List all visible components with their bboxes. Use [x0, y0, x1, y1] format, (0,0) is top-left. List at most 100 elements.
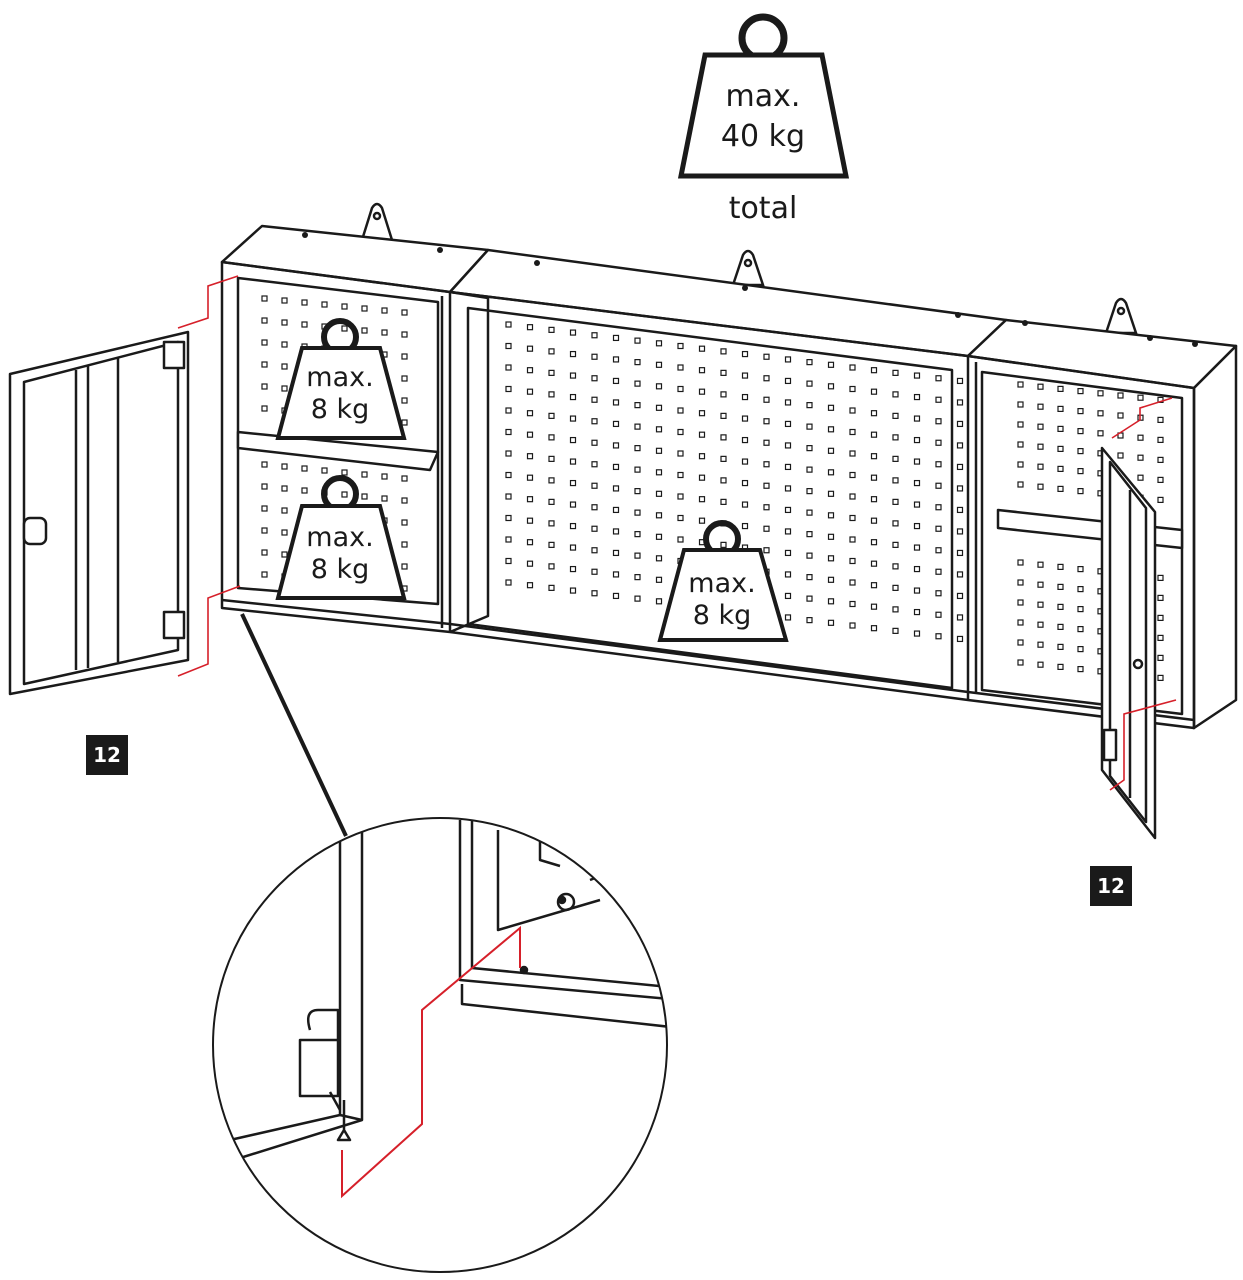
peg-hole: [698, 517, 706, 524]
peg-hole: [784, 463, 792, 471]
peg-hole: [1157, 436, 1164, 443]
peg-hole: [281, 297, 288, 304]
peg-hole: [849, 536, 856, 543]
peg-hole: [741, 522, 749, 530]
peg-hole: [655, 426, 663, 433]
peg-hole: [634, 466, 641, 473]
peg-hole: [261, 405, 268, 412]
peg-hole: [1077, 388, 1084, 395]
peg-hole: [548, 391, 555, 398]
peg-hole: [548, 434, 555, 441]
peg-hole: [526, 324, 534, 331]
peg-hole: [870, 496, 878, 503]
peg-hole: [1157, 614, 1164, 622]
peg-hole: [698, 496, 706, 503]
peg-hole: [505, 514, 512, 522]
peg-hole: [1057, 563, 1064, 571]
peg-hole: [827, 447, 835, 454]
peg-hole: [591, 482, 598, 489]
peg-hole: [1057, 425, 1064, 432]
peg-hole: [1037, 443, 1044, 450]
peg-hole: [892, 434, 899, 441]
peg-hole: [720, 434, 727, 441]
peg-hole: [361, 471, 368, 478]
peg-hole: [591, 568, 598, 575]
peg-hole: [784, 485, 792, 492]
peg-hole: [1077, 488, 1084, 495]
peg-hole: [1077, 408, 1084, 415]
peg-hole: [1157, 674, 1164, 682]
peg-hole: [1057, 663, 1064, 671]
peg-hole: [1157, 476, 1164, 483]
peg-hole: [401, 419, 408, 426]
peg-hole: [321, 301, 328, 308]
peg-hole: [892, 541, 899, 548]
peg-hole: [634, 509, 641, 516]
peg-hole: [935, 418, 942, 425]
peg-hole: [849, 407, 856, 414]
peg-hole: [720, 369, 727, 376]
peg-hole: [612, 528, 620, 535]
peg-hole: [1077, 645, 1084, 653]
peg-hole: [913, 479, 921, 487]
peg-hole: [806, 380, 813, 387]
peg-hole: [281, 341, 288, 348]
peg-hole: [634, 380, 641, 387]
peg-hole: [806, 402, 813, 409]
peg-hole: [1077, 625, 1084, 633]
peg-hole: [913, 608, 921, 616]
peg-hole: [870, 625, 878, 632]
total-weight-line1: max.: [726, 79, 801, 114]
peg-hole: [381, 307, 388, 314]
peg-hole: [827, 576, 835, 583]
peg-hole: [892, 627, 899, 634]
peg-hole: [849, 450, 856, 457]
peg-hole: [1037, 641, 1044, 648]
peg-hole: [806, 574, 813, 581]
peg-hole: [401, 541, 408, 548]
peg-hole: [341, 469, 348, 476]
left-door: [8, 330, 190, 696]
right-door: [1100, 446, 1157, 840]
peg-hole: [935, 525, 942, 532]
peg-hole: [1057, 485, 1064, 492]
peg-hole: [655, 361, 663, 368]
peg-hole: [1137, 454, 1144, 461]
peg-hole: [634, 595, 641, 602]
peg-hole: [321, 467, 328, 474]
peg-hole: [763, 418, 770, 425]
peg-hole: [634, 337, 641, 344]
peg-hole: [505, 493, 512, 500]
peg-hole: [612, 571, 620, 578]
peg-hole: [741, 501, 749, 508]
peg-hole: [526, 539, 534, 546]
peg-hole: [913, 630, 921, 637]
peg-hole: [505, 536, 512, 543]
zoom-detail: [212, 817, 668, 1273]
peg-hole: [655, 555, 663, 562]
peg-hole: [548, 584, 555, 591]
peg-hole: [381, 329, 388, 336]
peg-hole: [612, 485, 620, 492]
peg-hole: [849, 428, 856, 436]
peg-hole: [1077, 448, 1084, 455]
peg-hole: [591, 547, 598, 554]
peg-hole: [634, 445, 641, 452]
peg-hole: [784, 592, 792, 600]
peg-hole: [741, 350, 749, 358]
peg-hole: [913, 415, 921, 422]
peg-hole: [505, 407, 512, 414]
peg-hole: [341, 303, 348, 310]
peg-hole: [870, 560, 878, 567]
peg-hole: [935, 439, 942, 446]
peg-hole: [526, 517, 534, 524]
peg-hole: [913, 544, 921, 551]
peg-hole: [784, 377, 792, 385]
peg-hole: [301, 487, 308, 494]
peg-hole: [1057, 623, 1064, 631]
peg-hole: [634, 552, 641, 559]
peg-hole: [1037, 621, 1044, 628]
peg-hole: [870, 517, 878, 524]
peg-hole: [655, 383, 663, 390]
